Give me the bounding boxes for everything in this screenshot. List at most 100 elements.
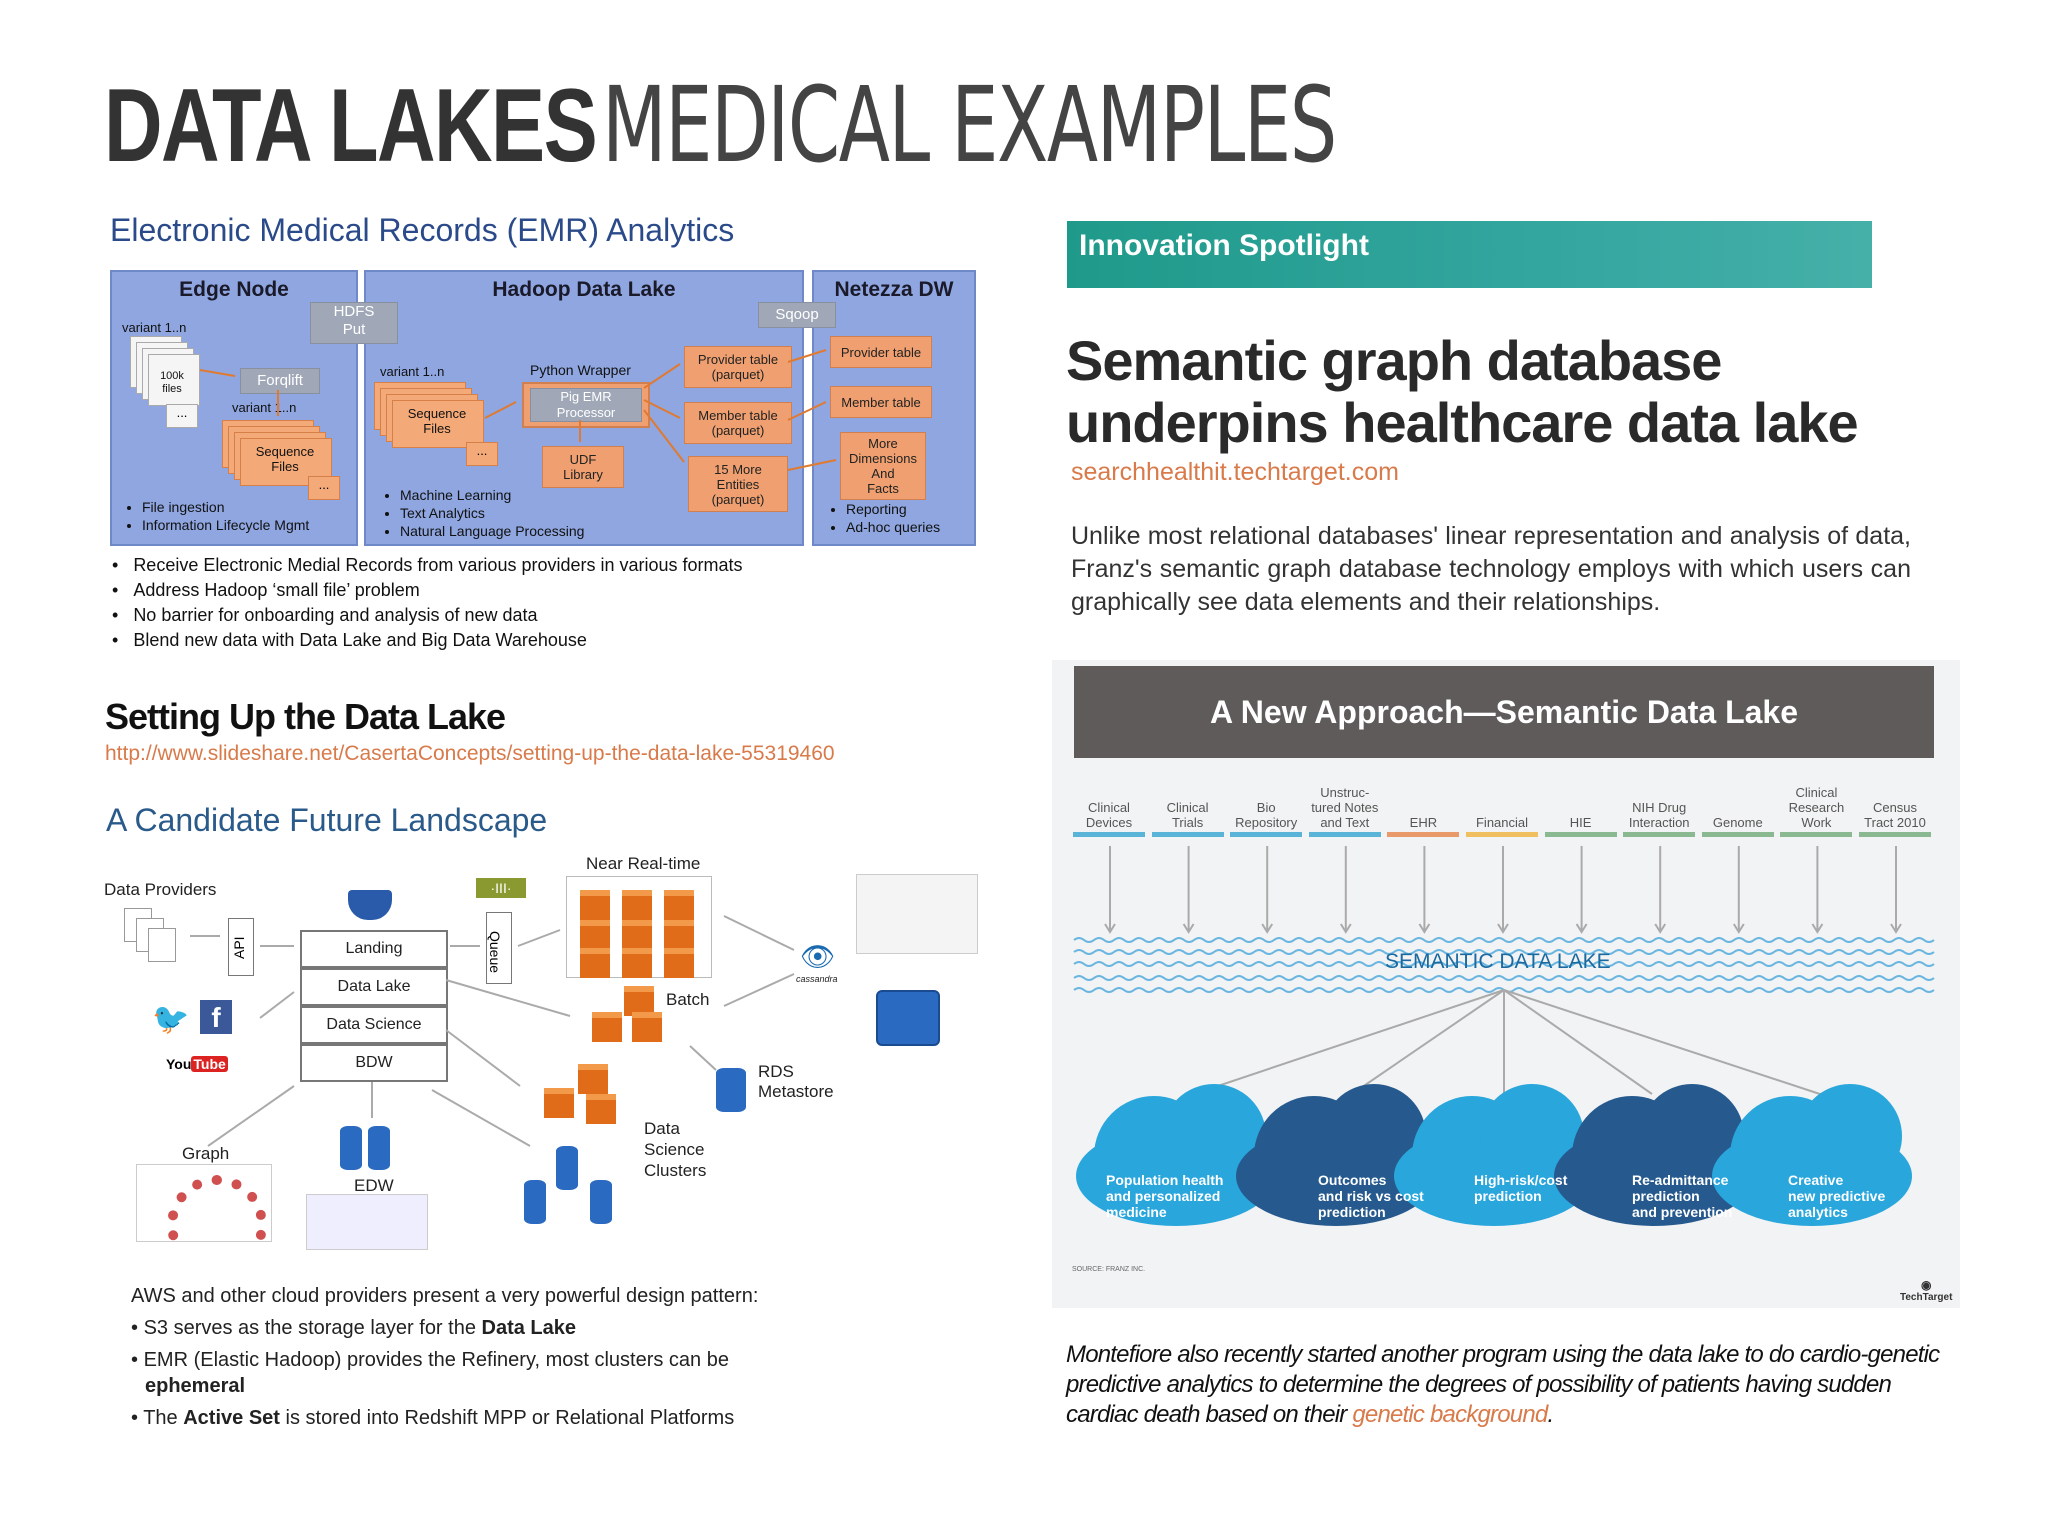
cube-icon — [580, 920, 610, 950]
forqlift-box: Forqlift — [240, 368, 320, 394]
pig-box: Pig EMR Processor — [522, 382, 650, 428]
wave-line — [1073, 975, 1935, 981]
facebook-icon: f — [200, 1000, 232, 1034]
montefiore-body: Montefiore also recently started another… — [1066, 1341, 1940, 1428]
dots-orange: ... — [466, 442, 498, 466]
headline-line-2: underpins healthcare data lake — [1066, 391, 1859, 454]
emr-diagram: Edge Node variant 1..n 100k files ... Fo… — [110, 270, 976, 546]
innovation-spotlight-bar: Innovation Spotlight — [1067, 221, 1872, 288]
dashboard-thumb — [856, 874, 978, 954]
cube-icon — [664, 890, 694, 920]
spotlight-label: Innovation Spotlight — [1079, 229, 1369, 262]
cube-icon — [544, 1088, 574, 1118]
netezza-provider-box: Provider table — [830, 336, 932, 368]
arrow-head — [1497, 923, 1509, 934]
emr-bullet-4: • Blend new data with Data Lake and Big … — [112, 630, 587, 650]
edw-dashboard-thumb — [306, 1194, 428, 1250]
aws-b3-post: is stored into Redshift MPP or Relationa… — [279, 1407, 735, 1429]
arrow-head — [1418, 923, 1431, 934]
brand-text: TechTarget — [1900, 1292, 1953, 1303]
outcome-label: Re-admittance prediction and prevention — [1632, 1172, 1733, 1220]
edge-bullet: Information Lifecycle Mgmt — [142, 516, 309, 534]
outcome-cloud — [1798, 1084, 1902, 1188]
yt-tube: Tube — [191, 1056, 228, 1072]
files-count: 100k files — [160, 370, 184, 395]
cube-icon — [586, 1094, 616, 1124]
netezza-panel: Netezza DW Provider table Member table M… — [812, 270, 976, 546]
arrow-head — [1811, 923, 1824, 934]
landscape-arrows — [190, 915, 795, 1147]
arrow-head — [1890, 923, 1902, 934]
source-bar — [1623, 832, 1696, 837]
rds-label: RDS Metastore — [758, 1062, 834, 1101]
cassandra-label: cassandra — [796, 974, 838, 984]
outcome-arrow — [1503, 989, 1833, 1099]
wave-line — [1073, 949, 1935, 955]
source-label: Genome — [1712, 815, 1763, 830]
emr-bullet-text: No barrier for onboarding and analysis o… — [133, 605, 538, 625]
emr-bullet-text: Receive Electronic Medial Records from v… — [133, 555, 743, 575]
aws-bullet-1: • S3 serves as the storage layer for the… — [131, 1317, 577, 1339]
aws-b1-bold: Data Lake — [481, 1317, 577, 1339]
member-parquet-box: Member table (parquet) — [684, 402, 792, 444]
seq-stack — [392, 400, 484, 448]
cube-icon — [622, 920, 652, 950]
source-label: Clinical Research Work — [1788, 785, 1845, 830]
setup-link[interactable]: http://www.slideshare.net/CasertaConcept… — [105, 742, 835, 765]
cube-icon — [580, 890, 610, 920]
emr-bullets: • Receive Electronic Medial Records from… — [112, 553, 743, 653]
more-entities-box: 15 More Entities (parquet) — [688, 456, 788, 512]
rds-cylinder-icon — [716, 1068, 746, 1112]
spotlight-headline: Semantic graph database underpins health… — [1066, 329, 1859, 454]
hadoop-bullet: Natural Language Processing — [400, 522, 584, 540]
register-icon — [876, 990, 940, 1046]
source-bar — [1073, 832, 1145, 837]
title-light: MEDICAL EXAMPLES — [601, 64, 1337, 186]
seq-files-label: Sequence Files — [255, 444, 315, 474]
edge-variant2-label: variant 1..n — [232, 400, 297, 415]
edw-label: EDW — [354, 1176, 394, 1195]
hadoop-seq-label: Sequence Files — [407, 406, 467, 436]
source-bar — [1701, 832, 1774, 837]
source-bar — [1308, 832, 1381, 837]
source-label: Clinical Devices — [1085, 800, 1133, 830]
stack-data-science: Data Science — [300, 1006, 448, 1044]
source-label: NIH Drug Interaction — [1628, 800, 1690, 830]
edge-bullets: File ingestion Information Lifecycle Mgm… — [102, 498, 309, 534]
twitter-icon: 🐦 — [152, 1003, 190, 1036]
cylinder-icon — [340, 1126, 362, 1170]
source-bar — [1466, 832, 1538, 837]
edge-node-title: Edge Node — [179, 278, 289, 301]
cylinder-icon — [556, 1146, 578, 1190]
cube-icon — [622, 948, 652, 978]
setup-title: Setting Up the Data Lake — [105, 696, 506, 737]
source-bar — [1780, 832, 1853, 837]
emr-bullet-text: Address Hadoop ‘small file’ problem — [133, 580, 420, 600]
source-label: Clinical Trials — [1166, 800, 1209, 830]
emr-bullet-1: • Receive Electronic Medial Records from… — [112, 555, 743, 575]
stream-icon: ·III· — [476, 878, 526, 898]
genetic-background-link[interactable]: genetic background — [1352, 1401, 1548, 1428]
source-label: EHR — [1409, 815, 1438, 830]
aws-bullet-2: • EMR (Elastic Hadoop) provides the Refi… — [131, 1349, 729, 1397]
spotlight-source-link[interactable]: searchhealthit.techtarget.com — [1071, 458, 1399, 486]
data-providers-label: Data Providers — [104, 880, 217, 899]
wave-line — [1073, 961, 1935, 967]
document-icon — [148, 928, 176, 962]
netezza-bullets: Reporting Ad-hoc queries — [806, 500, 940, 536]
eye-icon: ◉ — [1920, 1278, 1932, 1292]
near-realtime-label: Near Real-time — [586, 854, 701, 873]
cassandra-eye-icon: 👁 — [800, 941, 836, 972]
aws-b2-bold: ephemeral — [145, 1375, 246, 1397]
source-label: Financial — [1475, 815, 1529, 830]
arrow-head — [1182, 923, 1195, 934]
netezza-title: Netezza DW — [834, 278, 954, 301]
headline-line-1: Semantic graph database — [1066, 329, 1722, 392]
emr-bullet-3: • No barrier for onboarding and analysis… — [112, 605, 538, 625]
provider-parquet-box: Provider table (parquet) — [684, 346, 792, 388]
source-label: Unstruc- tured Notes and Text — [1311, 785, 1379, 830]
queue-box: Queue — [486, 912, 512, 984]
source-bar — [1151, 832, 1224, 837]
